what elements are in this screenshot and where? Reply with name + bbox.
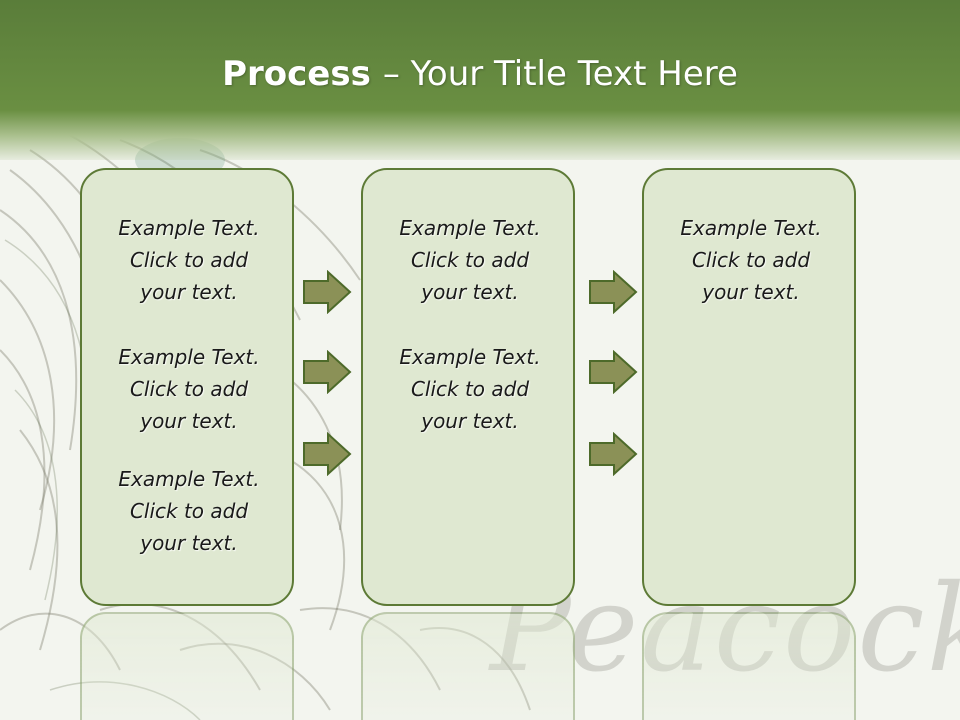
process-column-2[interactable]: Example Text. Click to add your text. Ex… <box>361 168 575 606</box>
text-line: Example Text. <box>399 216 541 240</box>
right-arrow-icon <box>302 432 352 476</box>
text-line: Example Text. <box>680 216 822 240</box>
text-line: Example Text. <box>399 345 541 369</box>
right-arrow-icon <box>588 270 638 314</box>
text-line: Click to add <box>129 248 249 272</box>
text-placeholder[interactable]: Example Text. Click to add your text. <box>82 212 296 308</box>
text-line: your text. <box>702 280 800 304</box>
text-line: Example Text. <box>118 345 260 369</box>
text-placeholder[interactable]: Example Text. Click to add your text. <box>363 341 577 437</box>
column-1-reflection <box>80 612 294 720</box>
slide-title[interactable]: Process – Your Title Text Here <box>0 52 960 96</box>
text-placeholder[interactable]: Example Text. Click to add your text. <box>82 341 296 437</box>
right-arrow-icon <box>302 270 352 314</box>
text-line: Click to add <box>129 499 249 523</box>
text-line: your text. <box>421 280 519 304</box>
text-line: your text. <box>140 531 238 555</box>
header-band <box>0 0 960 160</box>
right-arrow-icon <box>588 350 638 394</box>
text-line: Example Text. <box>118 467 260 491</box>
right-arrow-icon <box>588 432 638 476</box>
column-2-reflection <box>361 612 575 720</box>
process-column-3[interactable]: Example Text. Click to add your text. <box>642 168 856 606</box>
text-placeholder[interactable]: Example Text. Click to add your text. <box>82 463 296 559</box>
text-line: your text. <box>421 409 519 433</box>
right-arrow-icon <box>302 350 352 394</box>
text-placeholder[interactable]: Example Text. Click to add your text. <box>644 212 858 308</box>
title-rest: – Your Title Text Here <box>382 54 738 94</box>
text-line: your text. <box>140 280 238 304</box>
column-3-reflection <box>642 612 856 720</box>
text-line: Click to add <box>410 377 530 401</box>
text-line: Example Text. <box>118 216 260 240</box>
text-line: your text. <box>140 409 238 433</box>
title-bold: Process <box>222 54 371 94</box>
text-line: Click to add <box>691 248 811 272</box>
process-column-1[interactable]: Example Text. Click to add your text. Ex… <box>80 168 294 606</box>
text-line: Click to add <box>129 377 249 401</box>
text-line: Click to add <box>410 248 530 272</box>
text-placeholder[interactable]: Example Text. Click to add your text. <box>363 212 577 308</box>
